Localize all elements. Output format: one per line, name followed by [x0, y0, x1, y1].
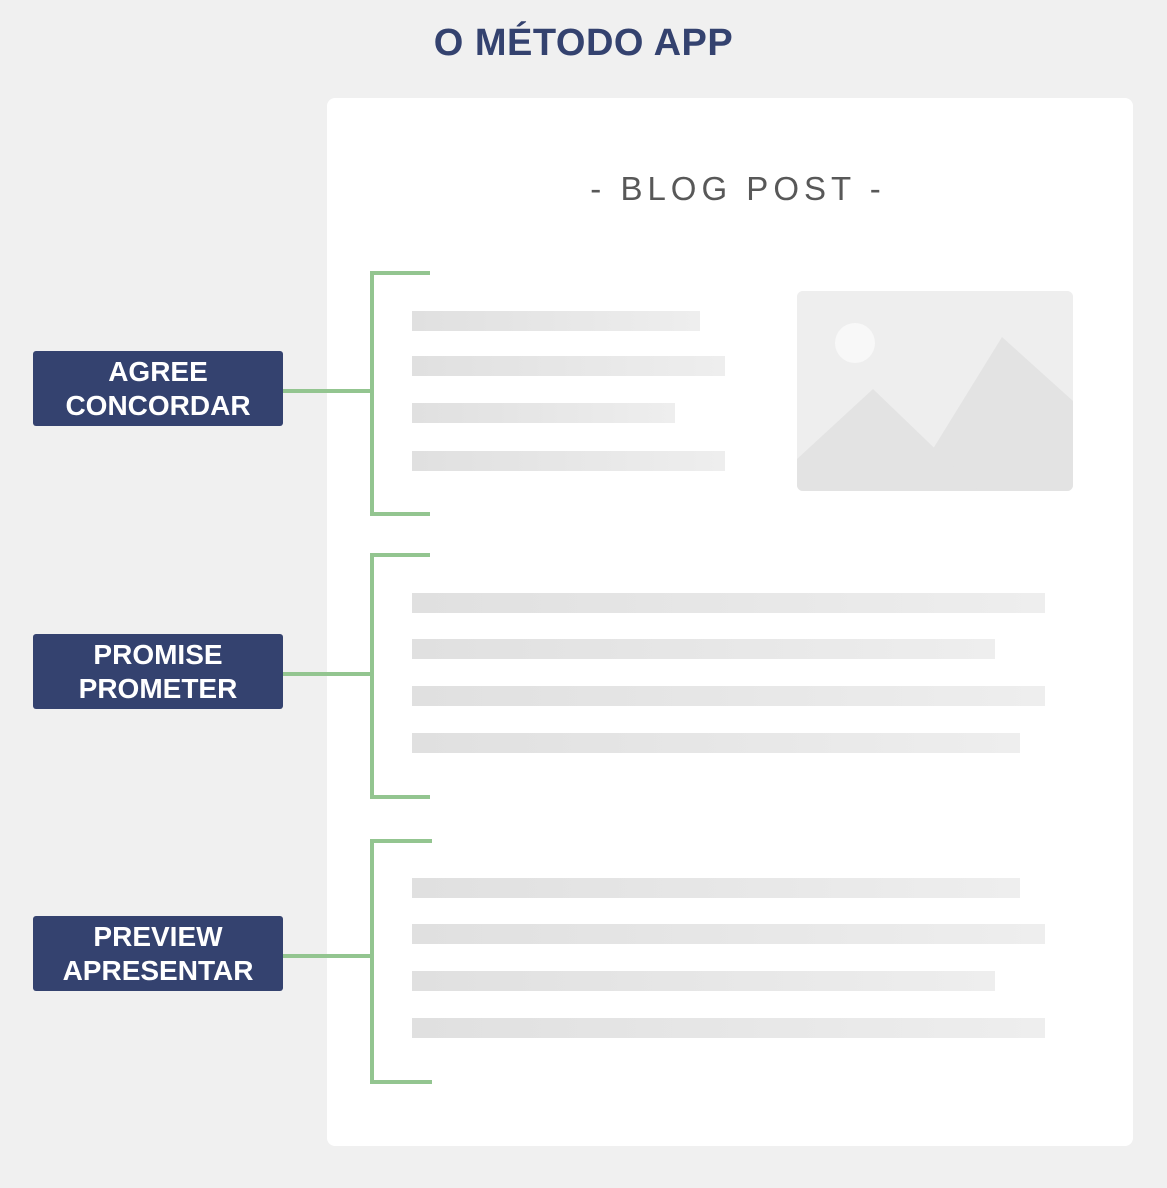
text-placeholder-line — [412, 451, 725, 471]
connector-line-promise — [283, 672, 372, 676]
label-preview: PREVIEW APRESENTAR — [33, 916, 283, 991]
document-heading: - BLOG POST - — [590, 170, 886, 207]
label-preview-en: PREVIEW — [93, 920, 223, 952]
connector-line-agree — [283, 389, 372, 393]
section-bracket-promise — [370, 553, 430, 799]
text-placeholder-line — [412, 924, 1045, 944]
text-placeholder-line — [412, 356, 725, 376]
connector-line-preview — [283, 954, 372, 958]
label-agree: AGREE CONCORDAR — [33, 351, 283, 426]
image-icon — [797, 291, 1073, 491]
label-agree-pt: CONCORDAR — [65, 389, 251, 421]
section-bracket-agree — [370, 271, 430, 516]
text-placeholder-line — [412, 686, 1045, 706]
label-preview-pt: APRESENTAR — [62, 954, 254, 986]
text-placeholder-line — [412, 639, 995, 659]
text-placeholder-line — [412, 311, 700, 331]
label-promise-en: PROMISE — [93, 638, 223, 670]
section-bracket-preview — [370, 839, 432, 1084]
text-placeholder-line — [412, 1018, 1045, 1038]
page-title: O MÉTODO APP — [433, 22, 734, 64]
label-promise: PROMISE PROMETER — [33, 634, 283, 709]
text-placeholder-line — [412, 733, 1020, 753]
label-agree-en: AGREE — [108, 355, 208, 387]
label-promise-pt: PROMETER — [78, 672, 238, 704]
text-placeholder-line — [412, 593, 1045, 613]
text-placeholder-line — [412, 971, 995, 991]
text-placeholder-line — [412, 403, 675, 423]
text-placeholder-line — [412, 878, 1020, 898]
